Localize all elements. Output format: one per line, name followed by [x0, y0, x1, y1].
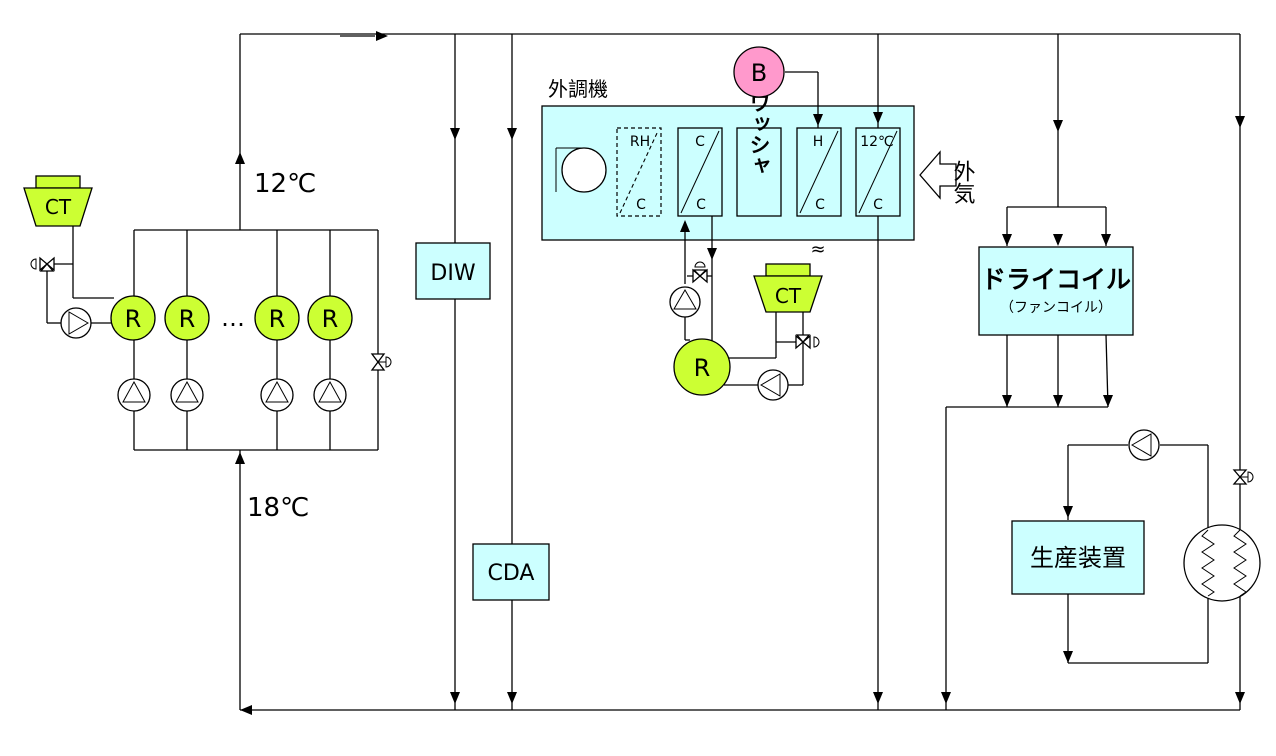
condenser-loop-mid	[724, 306, 804, 386]
refrigerator-3: R	[254, 295, 300, 341]
boiler-label: B	[751, 59, 767, 87]
dry-coil-supply	[1002, 34, 1111, 246]
coil-cooling: C C	[677, 127, 723, 217]
cooling-tower-left-label: CT	[45, 195, 72, 219]
production-pump-icon	[1128, 429, 1160, 461]
cda-branch	[507, 34, 517, 710]
svg-text:C: C	[636, 197, 646, 213]
svg-text:C: C	[695, 134, 705, 150]
supply-temp-label: 12℃	[254, 169, 316, 199]
washer: ワッシャ	[736, 92, 782, 217]
chiller-frame	[133, 229, 379, 451]
steam-drain-icon: ≈	[810, 239, 825, 260]
svg-text:C: C	[873, 197, 883, 213]
diw-branch	[450, 34, 460, 710]
dry-coil-subtitle: （ファンコイル）	[1000, 300, 1112, 316]
three-way-valve-mid2-icon	[795, 334, 820, 350]
refrigerator-4: R	[307, 295, 353, 341]
production-loop	[1063, 444, 1209, 664]
refrigerator-2: R	[164, 295, 210, 341]
svg-text:R: R	[694, 354, 711, 382]
coil-heating: H C	[796, 127, 842, 217]
coil-12c: 12℃ C	[855, 127, 901, 217]
refrigerator-1: R	[110, 295, 156, 341]
svg-text:C: C	[696, 197, 706, 213]
chiller-pump-icon	[260, 378, 294, 412]
svg-text:R: R	[179, 305, 196, 333]
three-way-valve-left-icon	[30, 256, 55, 272]
heat-exchanger-supply	[1235, 34, 1245, 710]
cda-box: CDA	[472, 543, 550, 601]
chiller-pump-icon	[313, 378, 347, 412]
cooling-tower-mid: CT	[753, 263, 823, 313]
boiler: B	[733, 46, 785, 98]
refrigerator-mid: R	[673, 338, 731, 396]
coil-reheat: RH C	[616, 127, 662, 217]
svg-text:C: C	[815, 197, 825, 213]
bypass-valve-icon	[370, 353, 392, 371]
svg-text:R: R	[269, 305, 286, 333]
three-way-valve-mid-icon	[692, 261, 708, 284]
return-temp-label: 18℃	[247, 493, 309, 523]
chiller-pump-icon	[170, 378, 204, 412]
svg-text:ワッシャ: ワッシャ	[747, 92, 771, 176]
return-header	[240, 705, 1240, 715]
diw-label: DIW	[430, 261, 475, 286]
supply-header	[240, 31, 1240, 41]
cooling-tower-left: CT	[23, 175, 93, 227]
condenser-pump-left-icon	[60, 307, 92, 339]
outside-air-arrow-icon	[919, 150, 957, 200]
dry-coil-return	[941, 334, 1113, 710]
cooling-tower-mid-label: CT	[775, 284, 802, 308]
production-label: 生産装置	[1030, 544, 1126, 572]
svg-text:R: R	[322, 305, 339, 333]
supply-riser	[235, 34, 245, 230]
boiler-line	[785, 71, 823, 128]
coil-12c-pipe	[873, 34, 883, 710]
condenser-pump-mid-icon	[757, 369, 789, 401]
dry-coil-box: ドライコイル （ファンコイル）	[978, 246, 1134, 336]
chiller-pump-icon	[117, 378, 151, 412]
condenser-loop-left	[46, 225, 114, 324]
svg-text:R: R	[125, 305, 142, 333]
svg-text:12℃: 12℃	[860, 134, 894, 150]
heat-exchanger-icon	[1183, 524, 1261, 602]
ahu-title: 外調機	[548, 77, 608, 101]
svg-text:RH: RH	[630, 134, 650, 150]
fan-icon	[555, 147, 607, 193]
svg-text:H: H	[813, 134, 824, 150]
diw-box: DIW	[415, 242, 491, 300]
production-box: 生産装置	[1011, 520, 1145, 595]
coil-pump-mid-icon	[669, 286, 701, 318]
outside-air-label: 外気	[950, 160, 976, 204]
heat-exchanger-valve-icon	[1232, 469, 1254, 485]
cda-label: CDA	[488, 561, 535, 586]
refrigerator-ellipsis: …	[221, 304, 245, 332]
return-riser	[235, 450, 245, 710]
dry-coil-title: ドライコイル	[981, 265, 1131, 294]
